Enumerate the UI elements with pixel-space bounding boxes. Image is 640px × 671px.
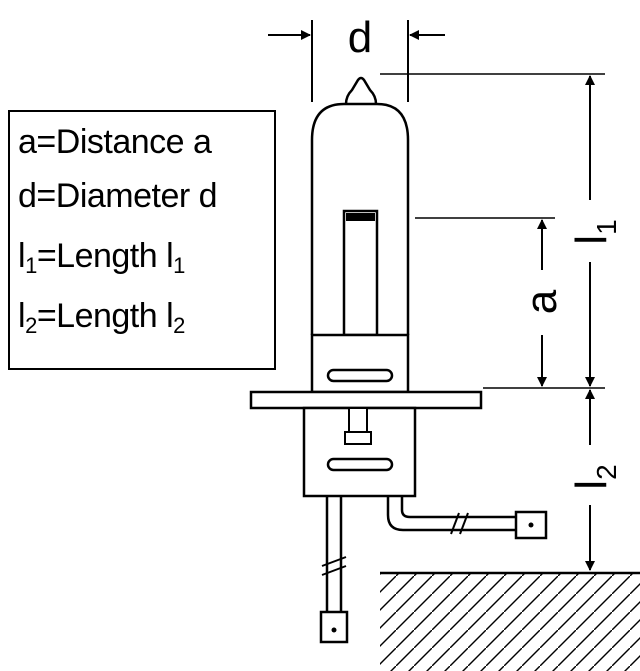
reference-flange xyxy=(249,390,483,410)
dimension-a-label: a xyxy=(517,289,566,314)
legend-item-diameter-d: d=Diameter d xyxy=(18,177,218,215)
lamp-base-lower xyxy=(302,406,417,498)
dimension-d xyxy=(268,20,445,102)
legend-item-length-l1: l1=Length l1 xyxy=(18,237,185,278)
legend-item-length-l2: l2=Length l2 xyxy=(18,297,185,338)
dimension-l1-label: l1 xyxy=(567,219,622,244)
extension-lines xyxy=(380,73,605,389)
filament xyxy=(342,209,379,337)
legend-box: a=Distance a d=Diameter d l1=Length l1 l… xyxy=(8,110,276,370)
legend-item-distance-a: a=Distance a xyxy=(18,123,212,161)
dimension-l2-label: l2 xyxy=(567,464,622,489)
glass-bulb xyxy=(310,76,410,335)
ground-hatching xyxy=(380,571,640,671)
right-lead-wire xyxy=(386,496,548,540)
lamp-base-upper xyxy=(310,333,410,394)
dimension-d-label: d xyxy=(348,13,372,62)
left-lead-wire xyxy=(319,496,349,644)
